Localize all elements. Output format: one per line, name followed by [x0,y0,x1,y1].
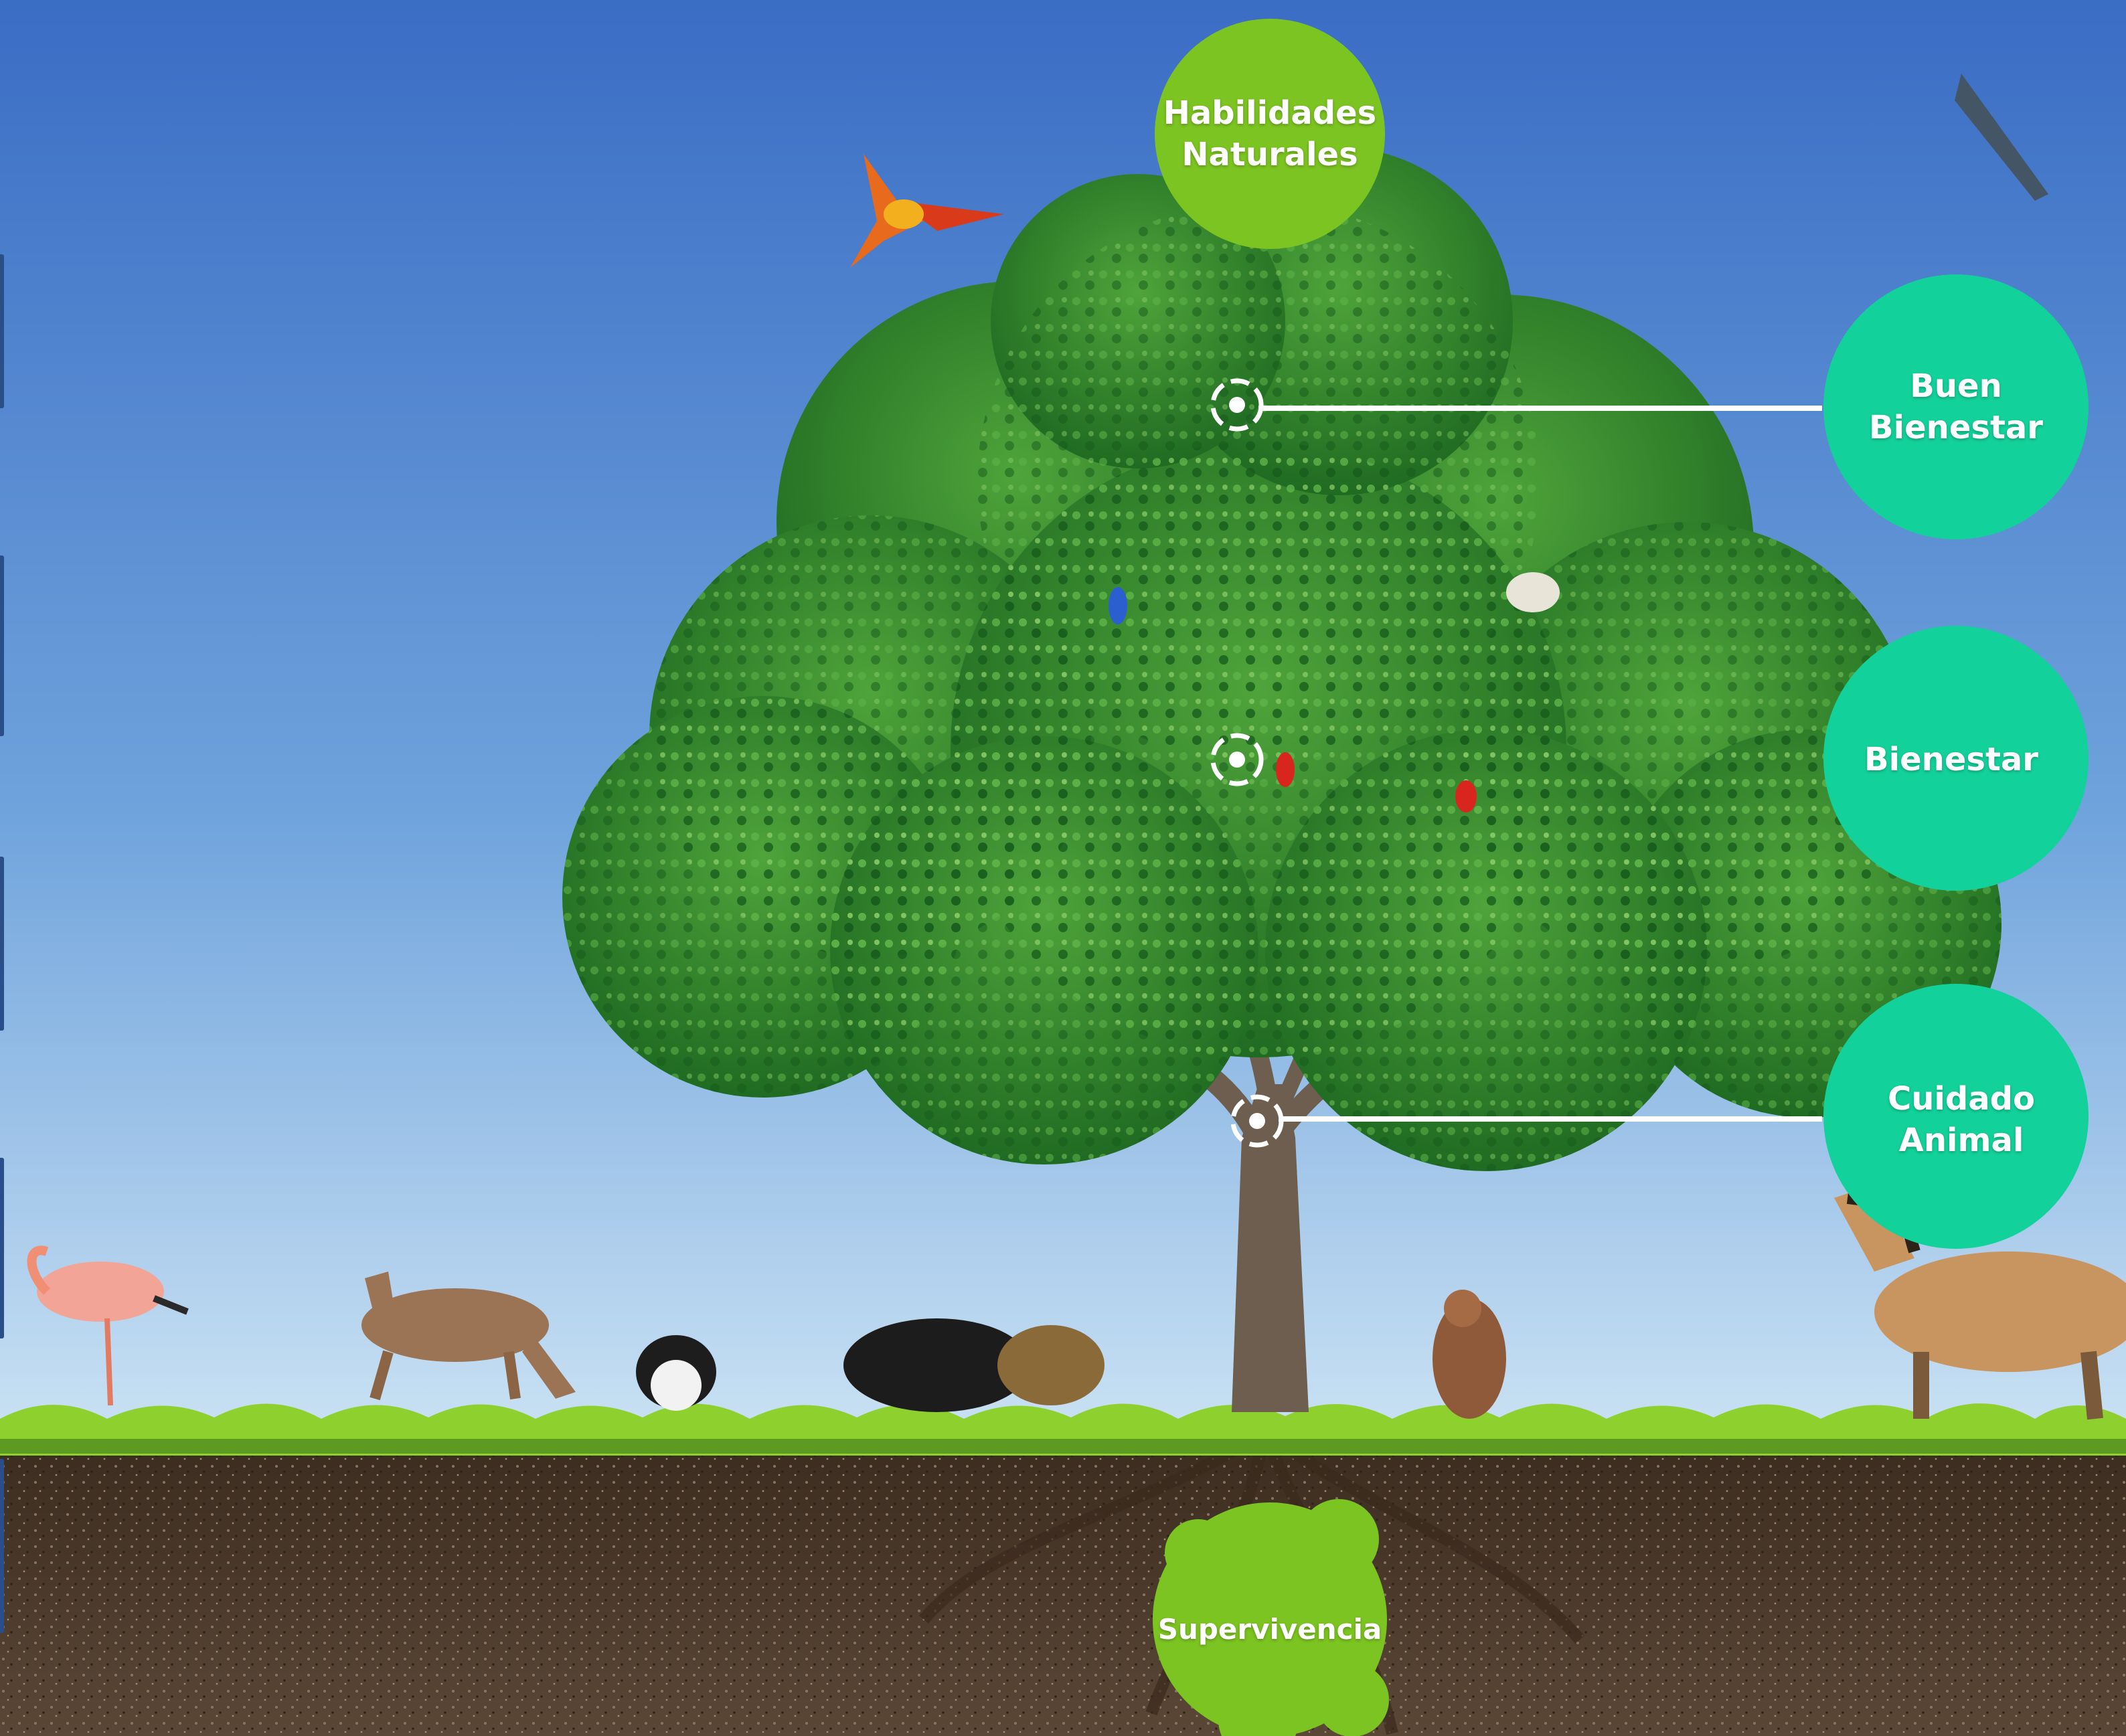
hotspot-bienestar[interactable] [1210,733,1264,786]
soil-texture [0,1439,2126,1736]
edge-tab [0,1158,4,1338]
node-bienestar-label[interactable]: Bienestar [1814,723,2089,796]
habilidades-naturales-text: Habilidades Naturales [1163,94,1377,173]
macaw-icon [850,154,1004,268]
meerkat-icon [1433,1290,1506,1419]
hotspot-buen-bienestar[interactable] [1210,378,1264,432]
penguin-icon [636,1335,716,1411]
node-supervivencia-blob[interactable] [1153,1499,1389,1736]
node-cuidado-animal-circle[interactable] [1823,984,2089,1249]
bienestar-text: Bienestar [1864,740,2038,778]
supervivencia-text: Supervivencia [1157,1612,1382,1646]
edge-tab [0,555,4,736]
bird-icon [1955,74,2048,201]
node-habilidades-naturales-circle[interactable] [1155,19,1385,249]
node-bienestar-circle[interactable] [1823,626,2089,891]
node-buen-bienestar-label[interactable]: Buen Bienestar [1823,315,2089,499]
cuidado-animal-text: Cuidado Animal [1888,1079,2035,1159]
edge-tab [0,1459,4,1633]
parrot-icons [1109,572,1560,812]
grass-shadow [0,1439,2126,1454]
node-supervivencia-label[interactable]: Supervivencia [1145,1593,1395,1666]
edge-tab [0,857,4,1031]
buen-bienestar-text: Buen Bienestar [1869,367,2043,446]
deer-icon [361,1272,576,1401]
flamingo-icon [27,1245,189,1406]
connector-lines [1258,406,1822,1122]
edge-tab [0,254,4,408]
node-cuidado-animal-label[interactable]: Cuidado Animal [1829,1024,2094,1215]
hotspot-cuidado-animal[interactable] [1230,1094,1284,1148]
bear-icon [843,1318,1105,1412]
tree-canopy [562,147,2001,1171]
node-buen-bienestar-circle[interactable] [1823,274,2089,539]
node-habilidades-naturales-label[interactable]: Habilidades Naturales [1145,40,1395,228]
